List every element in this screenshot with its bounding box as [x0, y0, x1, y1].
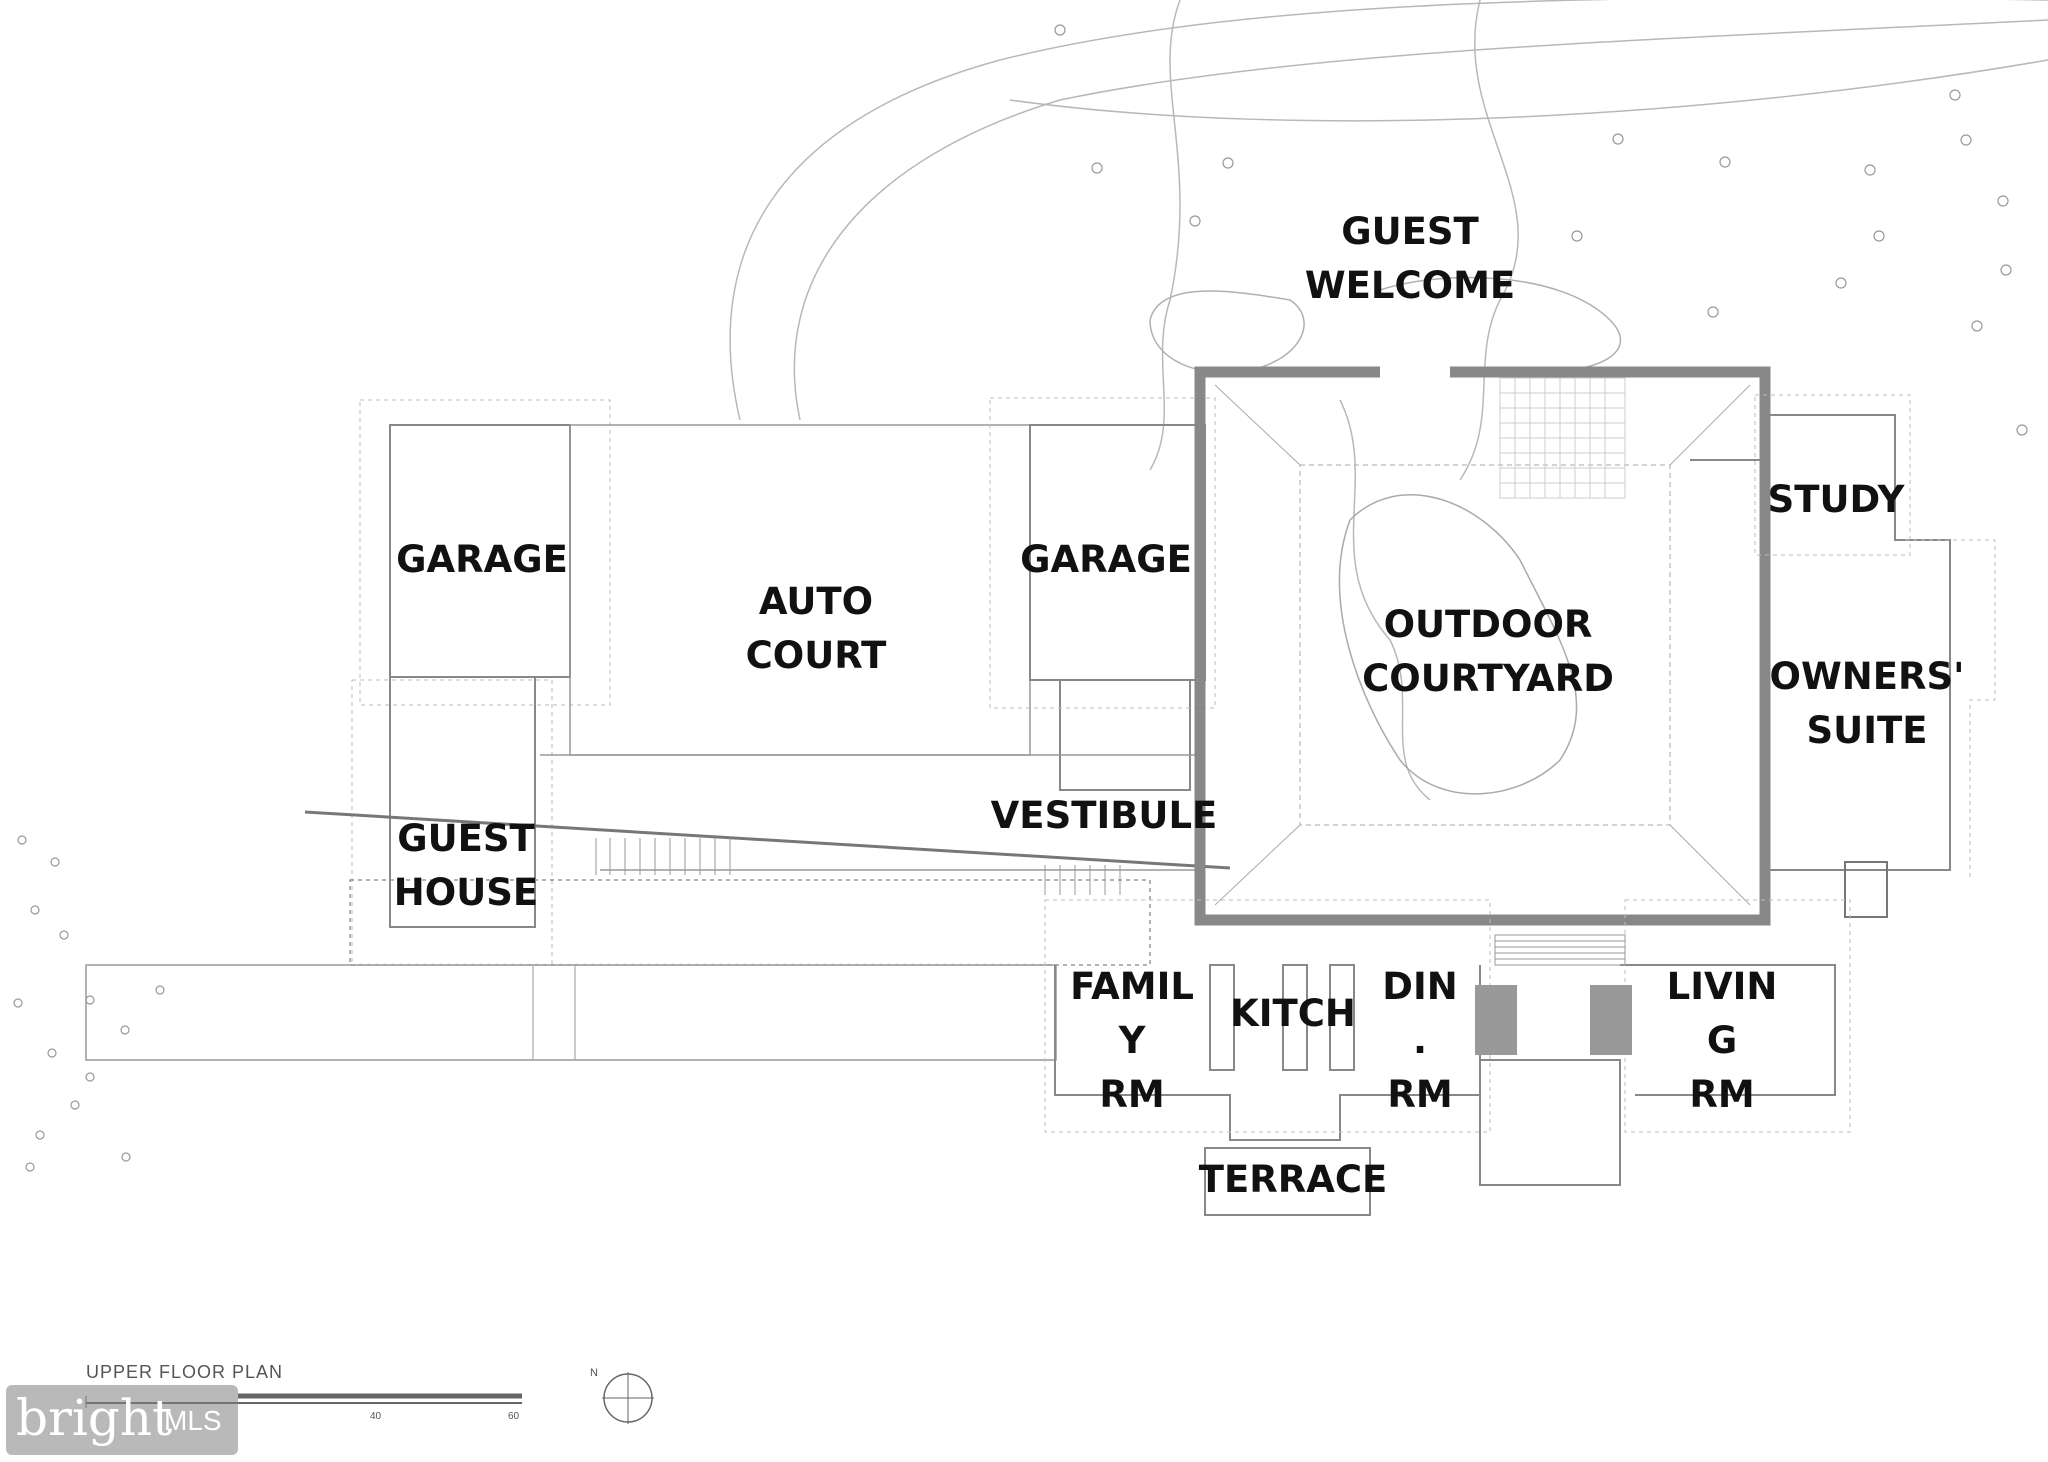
- living-room-outline: [1620, 964, 1836, 1096]
- garden-bed-a: [1149, 290, 1305, 374]
- label-living-rm: LIVIN G RM: [1666, 965, 1778, 1116]
- fireplace: [1844, 861, 1888, 918]
- label-garage-left: GARAGE: [396, 538, 568, 581]
- tree-dots: [13, 24, 2028, 1172]
- label-auto-court: AUTO COURT: [745, 580, 887, 677]
- label-kitch: KITCH: [1230, 992, 1356, 1035]
- label-guest-house: GUEST HOUSE: [393, 817, 539, 914]
- family-kitchen-outline: [1054, 965, 1481, 1141]
- landscape-line: [1009, 59, 2048, 122]
- stream-line-c: [1339, 399, 1431, 801]
- north-label: N: [590, 1367, 598, 1379]
- label-outdoor-courtyard: OUTDOOR COURTYARD: [1362, 603, 1614, 700]
- label-study: STUDY: [1767, 478, 1905, 521]
- driveway-curve-inner: [793, 19, 2048, 421]
- lap-pool-outline: [85, 964, 1057, 1061]
- study-hall: [1690, 459, 1766, 880]
- garage-right-roofline: [989, 397, 1216, 709]
- label-terrace: TERRACE: [1198, 1158, 1388, 1201]
- label-garage-right: GARAGE: [1020, 538, 1192, 581]
- driveway-curve-outer: [729, 0, 2048, 421]
- stream-line-a: [1149, 0, 1181, 471]
- label-vestibule: VESTIBULE: [990, 794, 1218, 837]
- scale-mark-60: 60: [508, 1411, 520, 1422]
- pier-left: [1475, 985, 1517, 1055]
- label-din-rm: DIN . RM: [1382, 965, 1458, 1116]
- guest-house-outline: [389, 676, 536, 928]
- walkway-canopy: [349, 879, 1151, 966]
- scale-mark-40: 40: [370, 1411, 382, 1422]
- courtyard-inner-outline: [1299, 464, 1671, 826]
- stream-line-b: [1459, 0, 1519, 481]
- paving-grid: [1499, 377, 1626, 499]
- courtyard-wall: [1194, 366, 1771, 926]
- courtyard-garden: [1338, 494, 1578, 795]
- terrace-outline: [1204, 1147, 1371, 1216]
- plan-title: UPPER FLOOR PLAN: [86, 1362, 284, 1382]
- bright-mls-watermark: bright MLS: [6, 1385, 238, 1455]
- walkway-edge: [304, 810, 1231, 870]
- entry-stair: [1479, 1059, 1621, 1186]
- vestibule-outline: [1059, 679, 1191, 791]
- label-family-rm: FAMIL Y RM: [1070, 965, 1194, 1116]
- garden-bed-b: [1379, 276, 1622, 371]
- garage-left-roofline: [359, 399, 611, 706]
- watermark-suffix: MLS: [164, 1405, 222, 1436]
- label-guest-welcome: GUEST WELCOME: [1304, 210, 1516, 307]
- label-owners-suite: OWNERS' SUITE: [1769, 655, 1965, 752]
- watermark-brand: bright: [16, 1389, 173, 1447]
- pier-right: [1590, 985, 1632, 1055]
